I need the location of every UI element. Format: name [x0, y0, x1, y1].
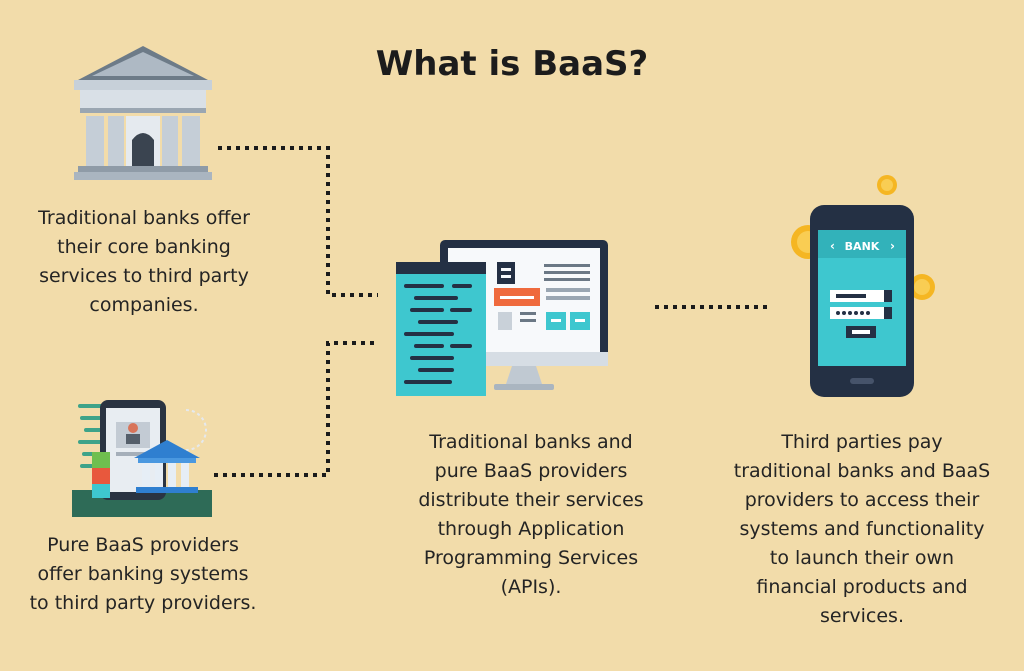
- svg-text:›: ›: [890, 239, 895, 253]
- third-parties-caption: Third parties pay traditional banks and …: [733, 431, 991, 627]
- page-title: What is BaaS?: [375, 44, 649, 84]
- computer-api-icon: [396, 240, 608, 396]
- dotted-connectors: [214, 146, 772, 477]
- pure-baas-caption: Pure BaaS providers offer banking system…: [29, 534, 257, 614]
- connector-banks-to-api: [218, 146, 378, 297]
- connector-baas-to-api: [214, 341, 378, 477]
- traditional-banks-caption: Traditional banks offer their core banki…: [38, 207, 250, 316]
- mobile-bank-app-icon: ‹ BANK ›: [810, 205, 914, 397]
- svg-text:‹: ‹: [830, 239, 835, 253]
- phone-header-label: BANK: [845, 240, 880, 253]
- baas-provider-icon: [72, 400, 212, 517]
- api-distribution-caption: Traditional banks and pure BaaS provider…: [418, 431, 644, 598]
- bank-building-icon: [74, 46, 212, 180]
